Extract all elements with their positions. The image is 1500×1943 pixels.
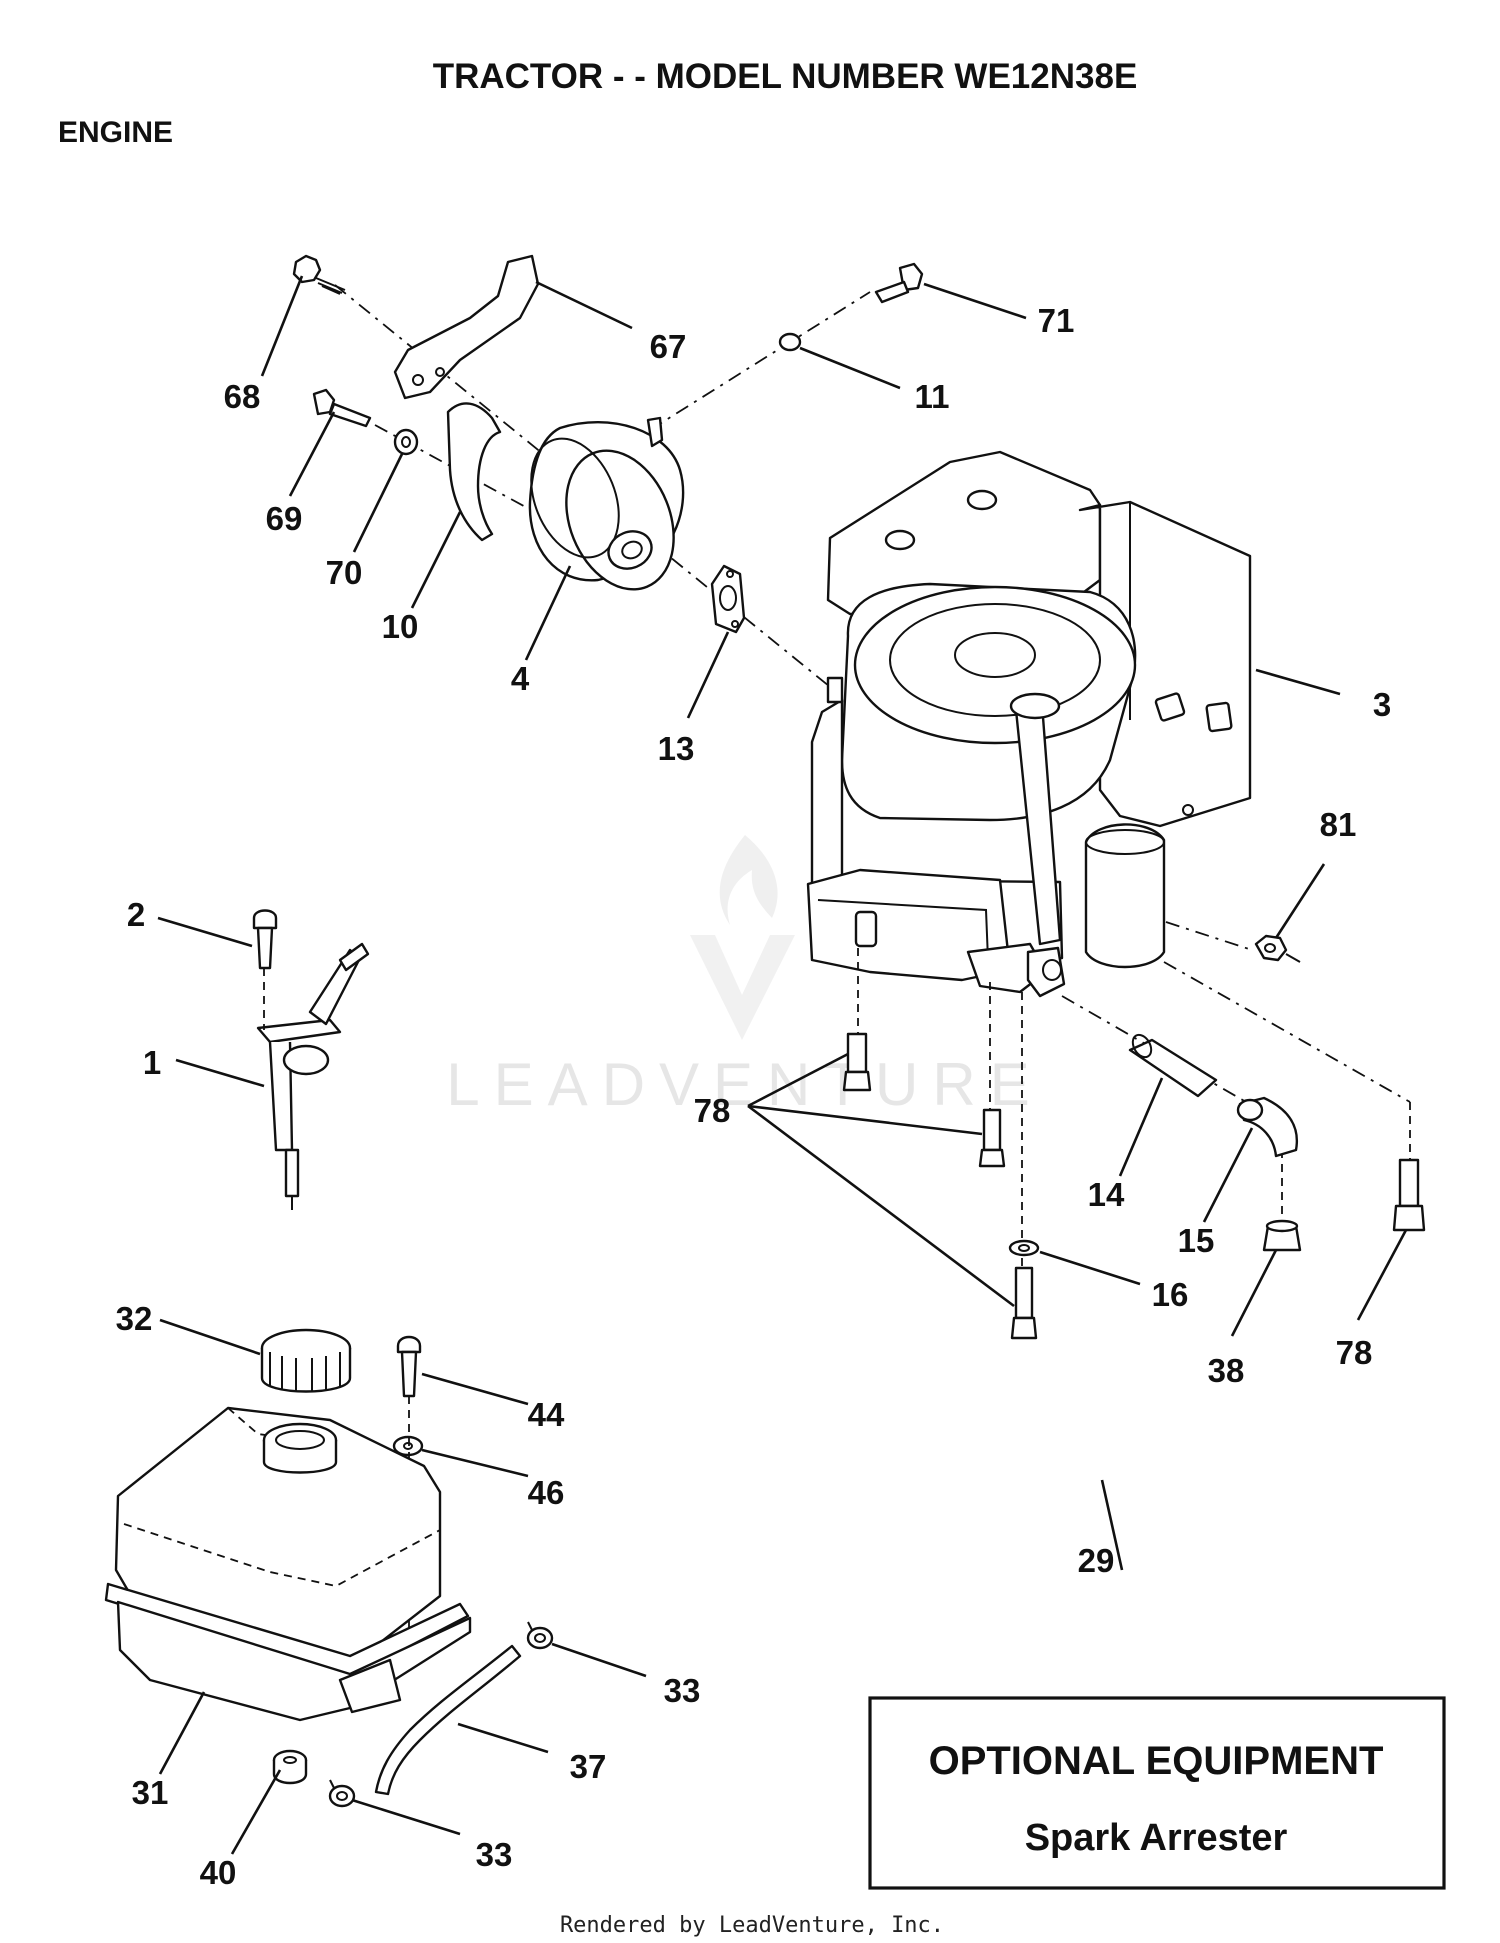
footer-credit: Rendered by LeadVenture, Inc.: [560, 1913, 944, 1938]
page-title: TRACTOR - - MODEL NUMBER WE12N38E: [433, 57, 1138, 96]
fuel-line-37: [374, 1644, 522, 1796]
callout-31: 31: [132, 1774, 169, 1811]
callout-numbers: 68 67 71 11 69 70 10 4 13 3 81 2 1 78 14…: [116, 302, 1392, 1891]
callout-78-b: 78: [1336, 1334, 1373, 1371]
nut-81: [1254, 934, 1301, 963]
gasket-13: [710, 564, 746, 634]
washer-16: [1008, 1239, 1040, 1257]
hose-clamp-33-a: [526, 1621, 554, 1650]
callout-29: 29: [1078, 1542, 1115, 1579]
callout-38: 38: [1208, 1352, 1245, 1389]
bolt-69: [312, 388, 372, 428]
callout-4: 4: [511, 660, 530, 697]
callout-32: 32: [116, 1300, 153, 1337]
callout-44: 44: [528, 1396, 565, 1433]
callout-16: 16: [1152, 1276, 1189, 1313]
watermark-logo-icon: [690, 835, 795, 1040]
callout-2: 2: [127, 896, 145, 933]
optional-equipment-item: Spark Arrester: [1025, 1817, 1288, 1859]
engine-3: [806, 450, 1252, 998]
watermark-text: LEADVENTURE: [446, 1051, 1043, 1118]
callout-33-b: 33: [476, 1836, 513, 1873]
muffler-4: [528, 416, 685, 591]
callout-46: 46: [528, 1474, 565, 1511]
fuel-cap-32: [260, 1328, 352, 1393]
callout-3: 3: [1373, 686, 1391, 723]
callout-33-a: 33: [664, 1672, 701, 1709]
grommet-40: [272, 1749, 308, 1785]
watermark: LEADVENTURE: [446, 835, 1043, 1118]
fuel-tank-31: [104, 1406, 472, 1722]
callout-15: 15: [1178, 1222, 1215, 1259]
callout-69: 69: [266, 500, 303, 537]
bolt-78-c: [1010, 1266, 1038, 1340]
screw-44: [396, 1335, 422, 1398]
callout-70: 70: [326, 554, 363, 591]
callout-68: 68: [224, 378, 261, 415]
bracket-bolt-axis-line: [649, 291, 871, 431]
leader-lines: [157, 275, 1408, 1855]
screw-2: [252, 909, 278, 1030]
callout-14: 14: [1088, 1176, 1125, 1213]
washer-70: [393, 428, 419, 456]
callout-11: 11: [915, 378, 950, 415]
section-label: ENGINE: [58, 116, 173, 149]
callout-37: 37: [570, 1748, 607, 1785]
bolt-78-b: [978, 1108, 1006, 1168]
callout-78-a: 78: [694, 1092, 731, 1129]
muffler-bracket-67: [393, 254, 540, 400]
pipe-nipple-14: [1128, 1033, 1218, 1098]
throttle-control-1: [256, 942, 370, 1210]
callout-81: 81: [1320, 806, 1357, 843]
heat-shield-10: [446, 402, 502, 542]
washer-46: [392, 1435, 424, 1457]
drain-plug-38: [1262, 1219, 1302, 1252]
screw-68: [292, 254, 346, 295]
callout-67: 67: [650, 328, 687, 365]
optional-equipment-heading: OPTIONAL EQUIPMENT: [929, 1739, 1384, 1783]
callout-13: 13: [658, 730, 695, 767]
callout-10: 10: [382, 608, 419, 645]
elbow-15: [1236, 1096, 1299, 1158]
hose-clamp-33-b: [328, 1779, 356, 1808]
bolt-71: [874, 262, 924, 304]
bolt-78-a: [842, 1032, 872, 1092]
optional-equipment-box: OPTIONAL EQUIPMENT Spark Arrester: [868, 1696, 1446, 1890]
callout-1: 1: [143, 1044, 161, 1081]
callout-40: 40: [200, 1854, 237, 1891]
lock-washer-11: [778, 332, 802, 352]
filter-axis: [1165, 921, 1253, 951]
callout-71: 71: [1038, 302, 1075, 339]
bolt-78-d: [1392, 1158, 1426, 1232]
